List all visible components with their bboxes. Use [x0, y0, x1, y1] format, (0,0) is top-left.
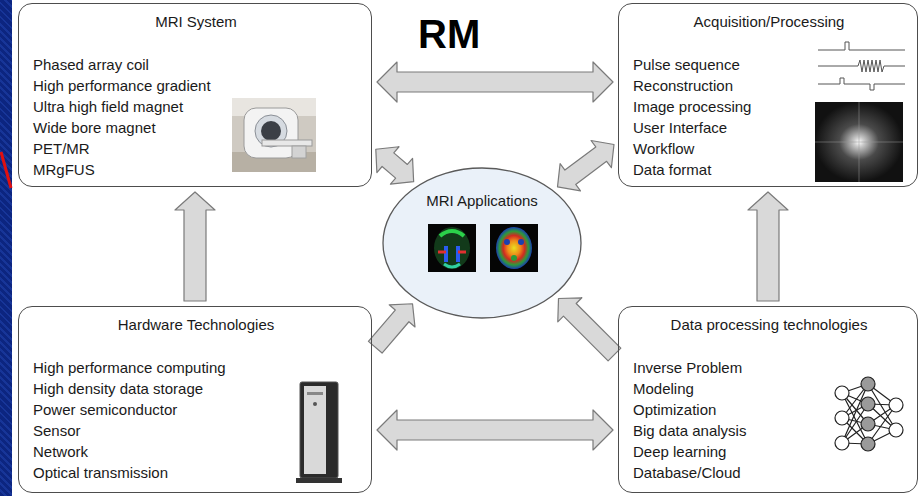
mri-scanner-photo — [261, 121, 281, 141]
kspace-image — [815, 142, 903, 143]
dti-brain-image — [428, 224, 476, 272]
neural-network-icon — [861, 397, 875, 411]
list-item: Data format — [633, 159, 711, 180]
block-arrow — [368, 304, 415, 353]
list-item: Big data analysis — [633, 420, 746, 441]
list-item: PET/MR — [33, 138, 90, 159]
pc-tower — [296, 478, 342, 483]
dti-brain-image — [444, 264, 460, 267]
block-arrow — [377, 410, 613, 450]
system-box: Data processing technologiesInverse Prob… — [618, 306, 918, 493]
mri-scanner-photo — [292, 146, 306, 158]
mri-scanner-photo — [232, 98, 316, 172]
neural-network-icon — [842, 384, 896, 444]
box-title: MRI Applications — [426, 191, 538, 211]
block-arrow — [377, 62, 613, 102]
list-item: Modeling — [633, 378, 694, 399]
system-box: Acquisition/ProcessingPulse sequenceReco… — [618, 3, 918, 187]
list-item: Workflow — [633, 138, 694, 159]
list-item: High performance gradient — [33, 75, 211, 96]
block-arrow — [558, 298, 621, 361]
dti-brain-image — [444, 246, 448, 262]
pulse-sequence — [818, 60, 905, 72]
pc-tower — [304, 386, 326, 474]
neural-network-icon — [861, 437, 875, 451]
dti-brain-image — [434, 227, 470, 269]
neural-network-icon — [835, 411, 849, 425]
mri-scanner-photo — [232, 98, 316, 172]
pulse-sequence — [818, 78, 905, 90]
dti-brain-image — [458, 251, 466, 254]
pc-tower — [296, 382, 342, 483]
block-arrow — [175, 192, 215, 301]
perfusion-brain-image — [490, 224, 538, 272]
list-item: Deep learning — [633, 441, 726, 462]
perfusion-brain-image — [511, 255, 517, 261]
red-slash — [1, 152, 11, 188]
list-item: Sensor — [33, 420, 81, 441]
list-item: Optimization — [633, 399, 716, 420]
list-item: Inverse Problem — [633, 357, 742, 378]
pulse-sequence — [818, 42, 905, 50]
system-box: MRI SystemPhased array coilHigh performa… — [18, 3, 372, 187]
pc-tower — [313, 402, 317, 406]
list-item: MRgFUS — [33, 159, 95, 180]
dti-brain-image — [456, 246, 460, 262]
list-item: Network — [33, 441, 88, 462]
block-arrow — [376, 147, 414, 184]
center-ellipse: MRI Applications — [382, 167, 582, 319]
list-item: Reconstruction — [633, 75, 733, 96]
list-item: Wide bore magnet — [33, 117, 156, 138]
dti-brain-image — [428, 224, 476, 272]
pc-tower — [307, 392, 323, 395]
list-item: Database/Cloud — [633, 462, 741, 483]
perfusion-brain-image — [490, 224, 538, 272]
mri-scanner-photo — [262, 140, 312, 146]
pc-tower — [300, 382, 338, 478]
ellipse-outline — [382, 167, 582, 319]
dti-brain-image — [438, 251, 446, 254]
box-title: Hardware Technologies — [118, 315, 274, 335]
list-item: Phased array coil — [33, 54, 149, 75]
neural-network-icon — [889, 398, 903, 412]
mri-scanner-photo — [244, 108, 298, 158]
list-item: User Interface — [633, 117, 727, 138]
list-item: Power semiconductor — [33, 399, 177, 420]
list-item: High performance computing — [33, 357, 226, 378]
block-arrow — [558, 141, 614, 191]
list-item: Ultra high field magnet — [33, 96, 183, 117]
dti-brain-image — [440, 231, 464, 236]
box-title: Acquisition/Processing — [694, 12, 845, 32]
perfusion-brain-image — [496, 227, 532, 269]
list-item: Pulse sequence — [633, 54, 740, 75]
list-item: Optical transmission — [33, 462, 168, 483]
neural-network-icon — [861, 377, 875, 391]
kspace-image — [815, 102, 903, 182]
neural-network-icon — [835, 377, 903, 451]
system-box: Hardware TechnologiesHigh performance co… — [18, 306, 372, 493]
list-item: High density data storage — [33, 378, 203, 399]
kspace-image — [815, 102, 903, 182]
neural-network-icon — [889, 423, 903, 437]
slide-label: RM — [418, 12, 480, 56]
box-title: MRI System — [155, 12, 237, 32]
list-item: Image processing — [633, 96, 751, 117]
pulse-sequence — [818, 42, 905, 90]
ellipse-outline — [383, 168, 581, 318]
perfusion-brain-image — [504, 239, 510, 245]
neural-network-icon — [835, 436, 849, 450]
neural-network-icon — [835, 386, 849, 400]
box-title: Data processing technologies — [671, 315, 868, 335]
neural-network-icon — [861, 417, 875, 431]
perfusion-brain-image — [518, 239, 524, 245]
block-arrow — [748, 192, 788, 301]
